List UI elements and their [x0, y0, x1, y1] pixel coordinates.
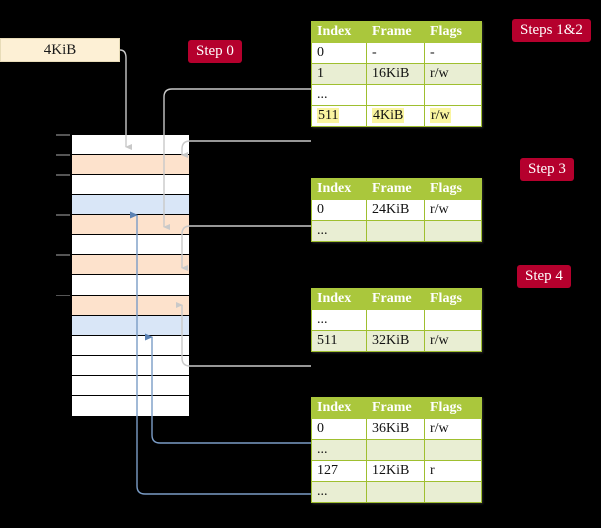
virtual-address-box: 4KiB — [0, 38, 120, 62]
table-cell: 4KiB — [366, 105, 425, 127]
wire-step2-row511-to-memory — [181, 140, 311, 158]
table-cell: 12KiB — [366, 460, 425, 482]
table-cell: 24KiB — [366, 199, 425, 221]
table-row: ... — [311, 439, 482, 461]
table-cell: r — [424, 460, 482, 482]
column-header-flags: Flags — [424, 21, 482, 43]
table-cell — [424, 309, 482, 331]
virtual-address-label: 4KiB — [43, 42, 77, 58]
table-cell — [366, 439, 425, 461]
memory-frame-tick — [56, 134, 70, 136]
table-cell: 511 — [311, 330, 367, 352]
memory-frame-cell — [72, 395, 189, 416]
table-cell: r/w — [424, 199, 482, 221]
table-cell: ... — [311, 481, 367, 503]
column-header-index: Index — [311, 178, 367, 200]
column-header-flags: Flags — [424, 288, 482, 310]
table-cell: r/w — [424, 330, 482, 352]
memory-frame-cell — [72, 235, 189, 256]
memory-frame-cell — [72, 175, 189, 196]
table-cell: 0 — [311, 42, 367, 64]
table-cell: 511 — [311, 105, 367, 127]
memory-frame-cell — [72, 335, 189, 356]
wire-step3-table-to-memory — [181, 225, 311, 271]
memory-frame-cell — [72, 295, 189, 316]
column-header-frame: Frame — [366, 397, 425, 419]
column-header-index: Index — [311, 21, 367, 43]
table-cell: 127 — [311, 460, 367, 482]
memory-frame-tick — [56, 174, 70, 176]
memory-frame-cell — [72, 155, 189, 176]
table-cell: 36KiB — [366, 418, 425, 440]
memory-frame-cell — [72, 195, 189, 216]
table-cell: ... — [311, 439, 367, 461]
memory-frame-cell — [72, 315, 189, 336]
table-cell — [424, 481, 482, 503]
badge-step-4: Step 4 — [517, 265, 571, 288]
table-cell: - — [366, 42, 425, 64]
column-header-index: Index — [311, 288, 367, 310]
table-cell: 16KiB — [366, 63, 425, 85]
column-header-flags: Flags — [424, 397, 482, 419]
table-cell — [424, 84, 482, 106]
physical-memory-column — [71, 134, 190, 416]
memory-frame-cell — [72, 355, 189, 376]
table-cell — [424, 220, 482, 242]
badge-step-0: Step 0 — [188, 40, 242, 63]
table-row: ... — [311, 481, 482, 503]
wire-step4-table-to-memory — [176, 302, 311, 367]
memory-frame-cell — [72, 215, 189, 236]
table-cell — [366, 84, 425, 106]
table-cell — [366, 309, 425, 331]
table-cell: ... — [311, 84, 367, 106]
memory-frame-cell — [72, 255, 189, 276]
table-cell: 32KiB — [366, 330, 425, 352]
table-cell — [366, 481, 425, 503]
table-cell: 1 — [311, 63, 367, 85]
table-cell: r/w — [424, 105, 482, 127]
table-cell: 0 — [311, 199, 367, 221]
column-header-flags: Flags — [424, 178, 482, 200]
table-cell: ... — [311, 220, 367, 242]
memory-frame-tick — [56, 294, 70, 297]
wire-step0-addr-to-frame — [119, 49, 132, 150]
badge-steps-1-2: Steps 1&2 — [512, 19, 591, 42]
table-cell: r/w — [424, 63, 482, 85]
column-header-frame: Frame — [366, 21, 425, 43]
column-header-frame: Frame — [366, 178, 425, 200]
table-cell: ... — [311, 309, 367, 331]
memory-frame-tick — [56, 254, 70, 256]
column-header-frame: Frame — [366, 288, 425, 310]
table-row: ... — [311, 84, 482, 106]
table-cell: 0 — [311, 418, 367, 440]
table-cell: r/w — [424, 418, 482, 440]
memory-frame-cell — [72, 135, 189, 156]
table-row: 0-- — [311, 42, 482, 64]
memory-frame-cell — [72, 375, 189, 396]
column-header-index: Index — [311, 397, 367, 419]
memory-frame-tick — [56, 154, 70, 156]
table-cell — [424, 439, 482, 461]
table-row: ... — [311, 220, 482, 242]
memory-frame-cell — [72, 275, 189, 296]
table-cell: - — [424, 42, 482, 64]
table-row: ... — [311, 309, 482, 331]
badge-step-3: Step 3 — [520, 158, 574, 181]
memory-frame-tick — [56, 214, 70, 216]
table-cell — [366, 220, 425, 242]
